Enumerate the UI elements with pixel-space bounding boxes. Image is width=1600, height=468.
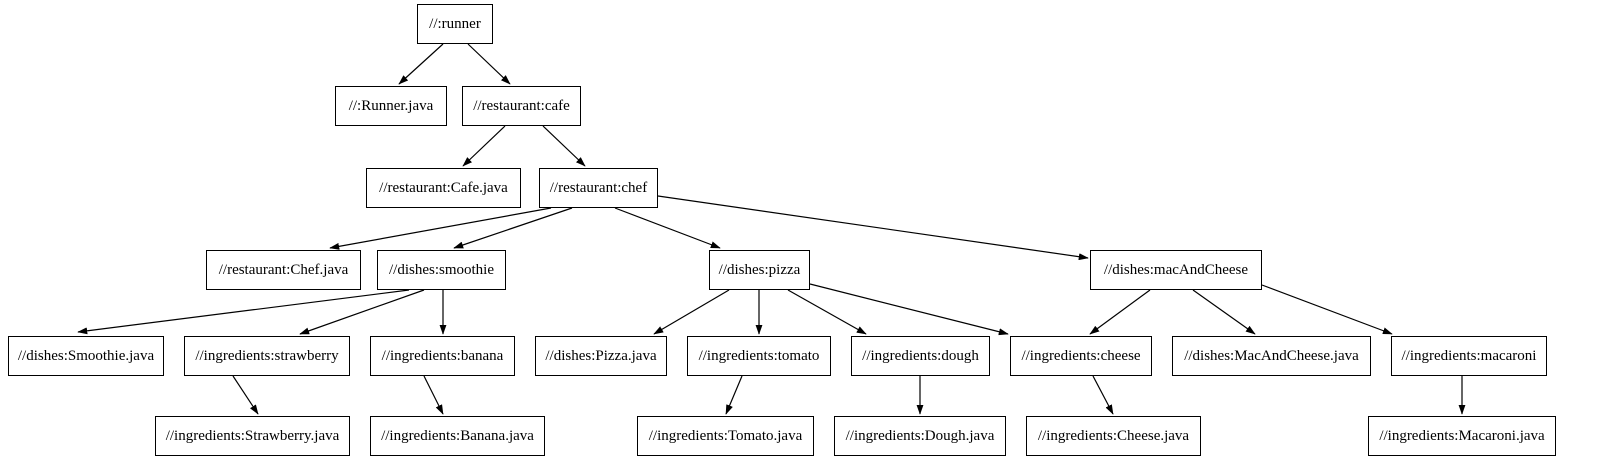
graph-node-label: //dishes:smoothie (389, 261, 494, 278)
graph-node-ing_bananajava[interactable]: //ingredients:Banana.java (370, 416, 545, 456)
graph-node-label: //ingredients:strawberry (195, 347, 339, 364)
graph-node-label: //ingredients:dough (862, 347, 979, 364)
graph-node-ing_tomatojava[interactable]: //ingredients:Tomato.java (637, 416, 814, 456)
graph-node-label: //ingredients:Dough.java (845, 427, 995, 444)
graph-node-label: //ingredients:Banana.java (381, 427, 534, 444)
graph-node-label: //ingredients:banana (381, 347, 504, 364)
graph-node-ing_macaroni[interactable]: //ingredients:macaroni (1391, 336, 1547, 376)
graph-node-ing_macaronijava[interactable]: //ingredients:Macaroni.java (1368, 416, 1556, 456)
graph-node-label: //dishes:MacAndCheese.java (1184, 347, 1359, 364)
graph-node-ing_banana[interactable]: //ingredients:banana (370, 336, 515, 376)
graph-node-label: //ingredients:cheese (1021, 347, 1141, 364)
graph-node-dishes_smoothiejava[interactable]: //dishes:Smoothie.java (8, 336, 164, 376)
graph-node-ing_tomato[interactable]: //ingredients:tomato (687, 336, 831, 376)
graph-node-label: //dishes:Smoothie.java (17, 347, 155, 364)
graph-node-ing_dough[interactable]: //ingredients:dough (851, 336, 990, 376)
graph-node-dishes_smoothie[interactable]: //dishes:smoothie (377, 250, 506, 290)
graph-node-label: //ingredients:Macaroni.java (1379, 427, 1545, 444)
graph-node-ing_strawberryjava[interactable]: //ingredients:Strawberry.java (155, 416, 350, 456)
graph-node-ing_cheese[interactable]: //ingredients:cheese (1010, 336, 1152, 376)
graph-node-label: //ingredients:Strawberry.java (165, 427, 340, 444)
graph-node-label: //:Runner.java (348, 97, 434, 114)
graph-node-label: //ingredients:macaroni (1401, 347, 1537, 364)
graph-node-label: //restaurant:Cafe.java (379, 179, 508, 196)
graph-node-label: //dishes:pizza (718, 261, 801, 278)
graph-node-dishes_macandcheese[interactable]: //dishes:macAndCheese (1090, 250, 1262, 290)
graph-node-label: //dishes:Pizza.java (545, 347, 657, 364)
graph-node-runner[interactable]: //:runner (417, 4, 493, 44)
graph-node-ing_cheesejava[interactable]: //ingredients:Cheese.java (1026, 416, 1201, 456)
graph-node-dishes_macjava[interactable]: //dishes:MacAndCheese.java (1172, 336, 1371, 376)
graph-node-ing_strawberry[interactable]: //ingredients:strawberry (184, 336, 350, 376)
graph-node-dishes_pizzajava[interactable]: //dishes:Pizza.java (535, 336, 667, 376)
graph-node-label: //ingredients:tomato (698, 347, 820, 364)
graph-node-restaurant_cafe[interactable]: //restaurant:cafe (462, 86, 581, 126)
graph-node-label: //dishes:macAndCheese (1103, 261, 1249, 278)
graph-node-ing_doughjava[interactable]: //ingredients:Dough.java (834, 416, 1006, 456)
graph-node-dishes_pizza[interactable]: //dishes:pizza (709, 250, 810, 290)
graph-node-restaurant_cafejava[interactable]: //restaurant:Cafe.java (366, 168, 521, 208)
graph-node-runner_java[interactable]: //:Runner.java (335, 86, 447, 126)
graph-node-restaurant_chefjava[interactable]: //restaurant:Chef.java (206, 250, 361, 290)
graph-node-label: //ingredients:Cheese.java (1037, 427, 1190, 444)
graph-node-label: //restaurant:chef (549, 179, 648, 196)
graph-node-label: //restaurant:cafe (473, 97, 570, 114)
graph-node-label: //:runner (429, 15, 481, 32)
graph-node-label: //ingredients:Tomato.java (648, 427, 803, 444)
graph-node-label: //restaurant:Chef.java (218, 261, 349, 278)
graph-node-restaurant_chef[interactable]: //restaurant:chef (539, 168, 658, 208)
